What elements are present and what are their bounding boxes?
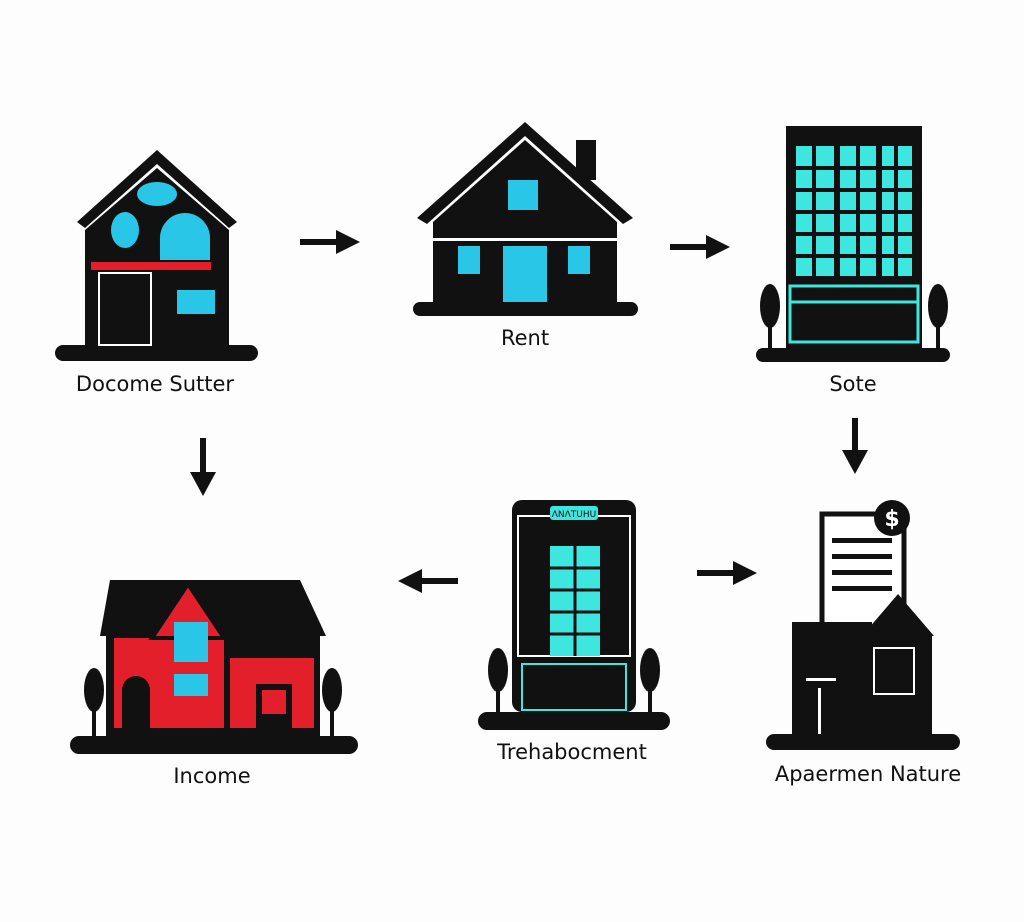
node-label-docome-sutter: Docome Sutter	[75, 372, 235, 396]
arrow-right-icon	[300, 230, 360, 254]
node-label-apaermen-nature: Apaermen Nature	[774, 762, 962, 786]
document-dollar-house-icon: $	[766, 500, 960, 750]
dollar-badge: $	[884, 507, 899, 532]
arrow-left-icon	[398, 569, 458, 593]
node-label-income: Income	[173, 764, 251, 788]
house-icon	[413, 122, 638, 316]
red-house-icon	[70, 580, 358, 754]
node-label-sote: Sote	[829, 372, 877, 396]
node-label-rent: Rent	[500, 326, 550, 350]
office-building-icon	[756, 126, 950, 362]
apartment-tower-icon: ΛΝΛΤUΗU	[478, 500, 670, 730]
house-with-round-windows-icon	[55, 150, 258, 361]
arrow-down-icon	[842, 418, 868, 474]
building-sign: ΛΝΛΤUΗU	[552, 510, 597, 520]
node-label-trehabocment: Trehabocment	[497, 740, 647, 764]
arrow-down-icon	[190, 438, 216, 496]
arrow-right-icon	[697, 561, 757, 585]
arrow-right-icon	[670, 235, 730, 259]
